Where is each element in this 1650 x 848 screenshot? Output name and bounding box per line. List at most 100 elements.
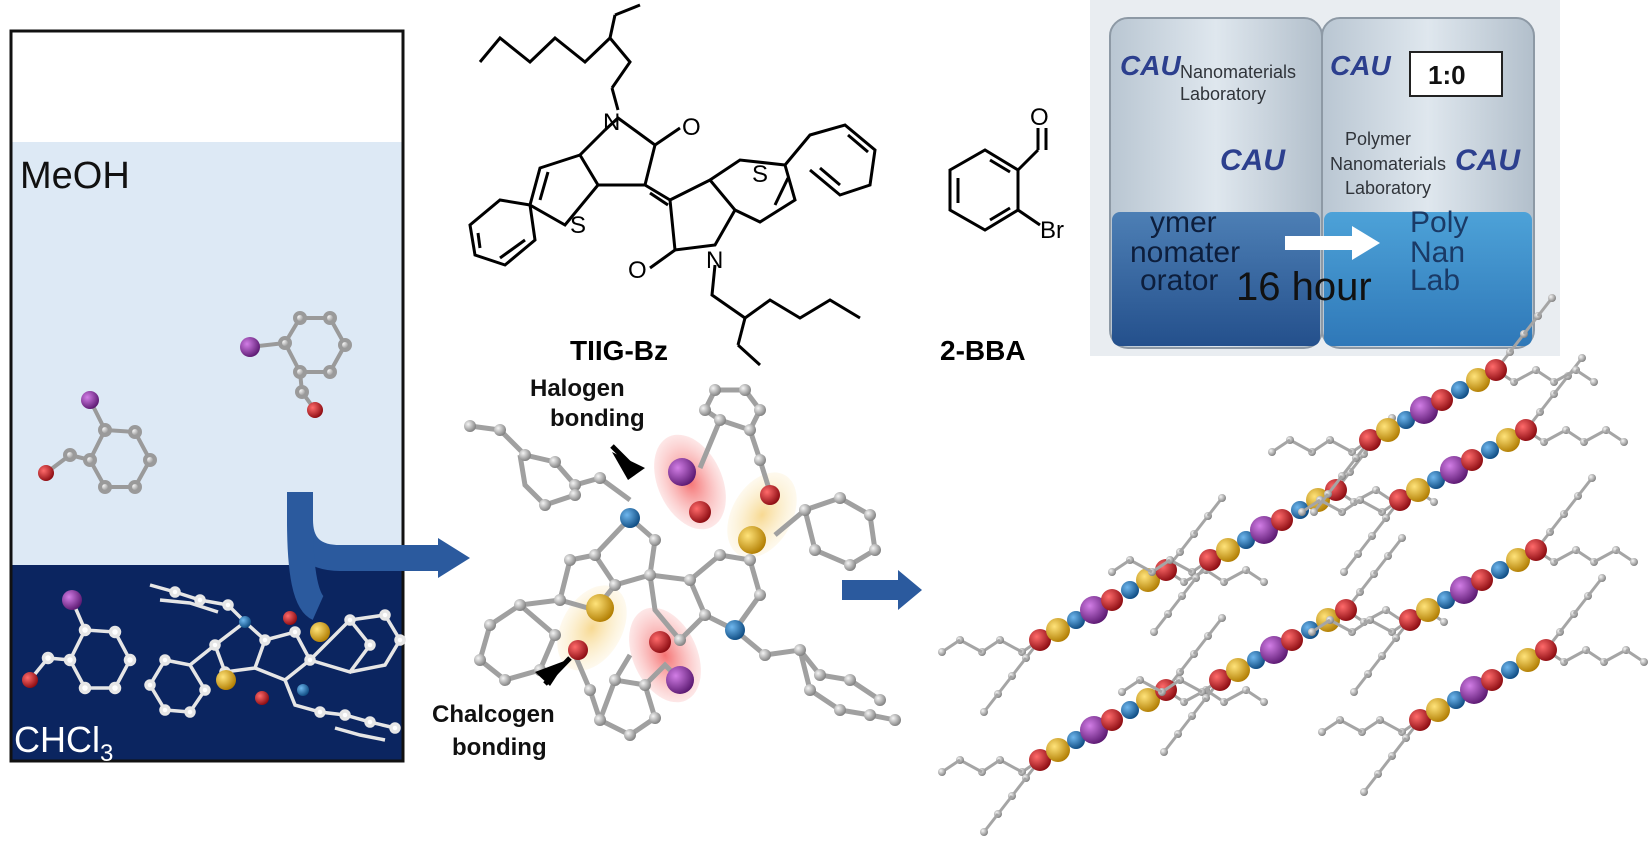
oxygen-atom <box>1271 509 1293 531</box>
carbon-atom <box>1260 578 1268 586</box>
nitrogen-atom <box>725 620 745 640</box>
sulfur-atom <box>1406 478 1430 502</box>
time-label: 16 hour <box>1236 265 1372 309</box>
sulfur-atom <box>1496 428 1520 452</box>
oxygen-label: O <box>682 114 701 141</box>
bond <box>1129 558 1153 574</box>
nitrogen-atom <box>1501 661 1519 679</box>
oxygen-label: O <box>628 257 647 284</box>
svg-text:Laboratory: Laboratory <box>1345 178 1431 198</box>
vial-left-overlay-text: ymer nomater orator <box>1130 206 1240 297</box>
carbon-atom <box>1218 494 1226 502</box>
sulfur-atom <box>1046 738 1070 762</box>
bba-bromine-label: Br <box>1040 217 1064 244</box>
beaker-outline <box>9 29 405 763</box>
sulfur-atom <box>586 594 614 622</box>
bromine-atom <box>1410 396 1438 424</box>
bond <box>959 758 983 774</box>
tiig-ballstick-chcl3 <box>144 583 406 742</box>
oxygen-atom <box>1101 709 1123 731</box>
sulfur-atom <box>310 622 330 642</box>
carbon-atom <box>1620 438 1628 446</box>
label-card-text: 1:0 <box>1428 60 1466 90</box>
svg-text:nomater: nomater <box>1130 236 1240 269</box>
bond <box>1513 368 1537 384</box>
bond <box>1543 428 1567 444</box>
bond <box>1223 688 1247 704</box>
oxygen-atom <box>1471 569 1493 591</box>
bond <box>1563 648 1587 664</box>
bromine-atom <box>1080 596 1108 624</box>
bba-structure <box>948 128 1048 232</box>
svg-text:Nanomaterials: Nanomaterials <box>1330 154 1446 174</box>
nitrogen-atom <box>1481 441 1499 459</box>
bond <box>1289 438 1313 454</box>
nitrogen-atom <box>1491 561 1509 579</box>
carbon-atom <box>1430 498 1438 506</box>
bba-ballstick-meoh-1 <box>38 391 157 494</box>
bba-ballstick-meoh-2 <box>240 311 352 418</box>
bond <box>1223 568 1247 584</box>
solvent-beaker: MeOH CHCl3 <box>9 29 406 767</box>
carbon-atom <box>1310 508 1318 516</box>
carbon-atom <box>1598 574 1606 582</box>
bromine-atom <box>1440 456 1468 484</box>
carbon-atom <box>1318 728 1326 736</box>
bond <box>999 638 1023 654</box>
bond <box>1583 428 1607 444</box>
nitrogen-label: N <box>706 247 723 274</box>
sulfur-atom <box>1516 648 1540 672</box>
chcl3-label: CHCl3 <box>14 719 113 767</box>
oxygen-atom <box>283 611 297 625</box>
nitrogen-atom <box>1067 731 1085 749</box>
halogen-bonding-label: Halogen bonding <box>530 375 645 432</box>
bba-oxygen-label: O <box>1030 104 1049 131</box>
sulfur-atom <box>1216 538 1240 562</box>
nitrogen-atom <box>297 684 309 696</box>
carbon-atom <box>1340 568 1348 576</box>
nitrogen-atom <box>1067 611 1085 629</box>
carbon-atom <box>1260 698 1268 706</box>
oxygen-atom <box>1335 599 1357 621</box>
svg-text:bonding: bonding <box>452 734 547 761</box>
bromine-atom <box>666 666 694 694</box>
interface-transfer-arrow <box>287 492 470 620</box>
oxygen-atom <box>22 672 38 688</box>
nitrogen-label: N <box>603 109 620 136</box>
nitrogen-atom <box>1247 651 1265 669</box>
nitrogen-atom <box>1121 581 1139 599</box>
svg-text:Halogen: Halogen <box>530 375 625 402</box>
svg-text:Nanomaterials: Nanomaterials <box>1180 62 1296 82</box>
carbon-atom <box>1308 628 1316 636</box>
carbon-atom <box>1588 474 1596 482</box>
svg-text:Polymer: Polymer <box>1345 129 1411 149</box>
oxygen-atom <box>1281 629 1303 651</box>
oxygen-atom <box>1515 419 1537 441</box>
oxygen-atom <box>1481 669 1503 691</box>
sulfur-atom <box>1226 658 1250 682</box>
time-arrow <box>1285 226 1380 260</box>
meoh-label: MeOH <box>20 155 130 197</box>
carbon-atom <box>1160 748 1168 756</box>
vial-right-overlay-text: Poly Nan Lab <box>1410 206 1468 297</box>
bromine-atom <box>1080 716 1108 744</box>
oxygen-atom <box>1389 489 1411 511</box>
carbon-atom <box>980 708 988 716</box>
chalcogen-bonding-label: Chalcogen bonding <box>432 701 555 761</box>
carbon-atom <box>938 768 946 776</box>
oxygen-atom <box>649 631 671 653</box>
bond <box>1553 368 1577 384</box>
sulfur-atom <box>1506 548 1530 572</box>
assembly-arrow <box>842 570 922 610</box>
bond <box>1339 718 1363 734</box>
sulfur-label: S <box>752 161 768 188</box>
sulfur-atom <box>1466 368 1490 392</box>
self-assembled-stacks <box>938 294 1648 836</box>
svg-text:Poly: Poly <box>1410 206 1468 239</box>
bromine-atom <box>1460 676 1488 704</box>
svg-text:Laboratory: Laboratory <box>1180 84 1266 104</box>
sulfur-atom <box>1046 618 1070 642</box>
bond <box>1379 718 1403 734</box>
bond <box>1329 438 1353 454</box>
svg-text:Chalcogen: Chalcogen <box>432 701 555 728</box>
